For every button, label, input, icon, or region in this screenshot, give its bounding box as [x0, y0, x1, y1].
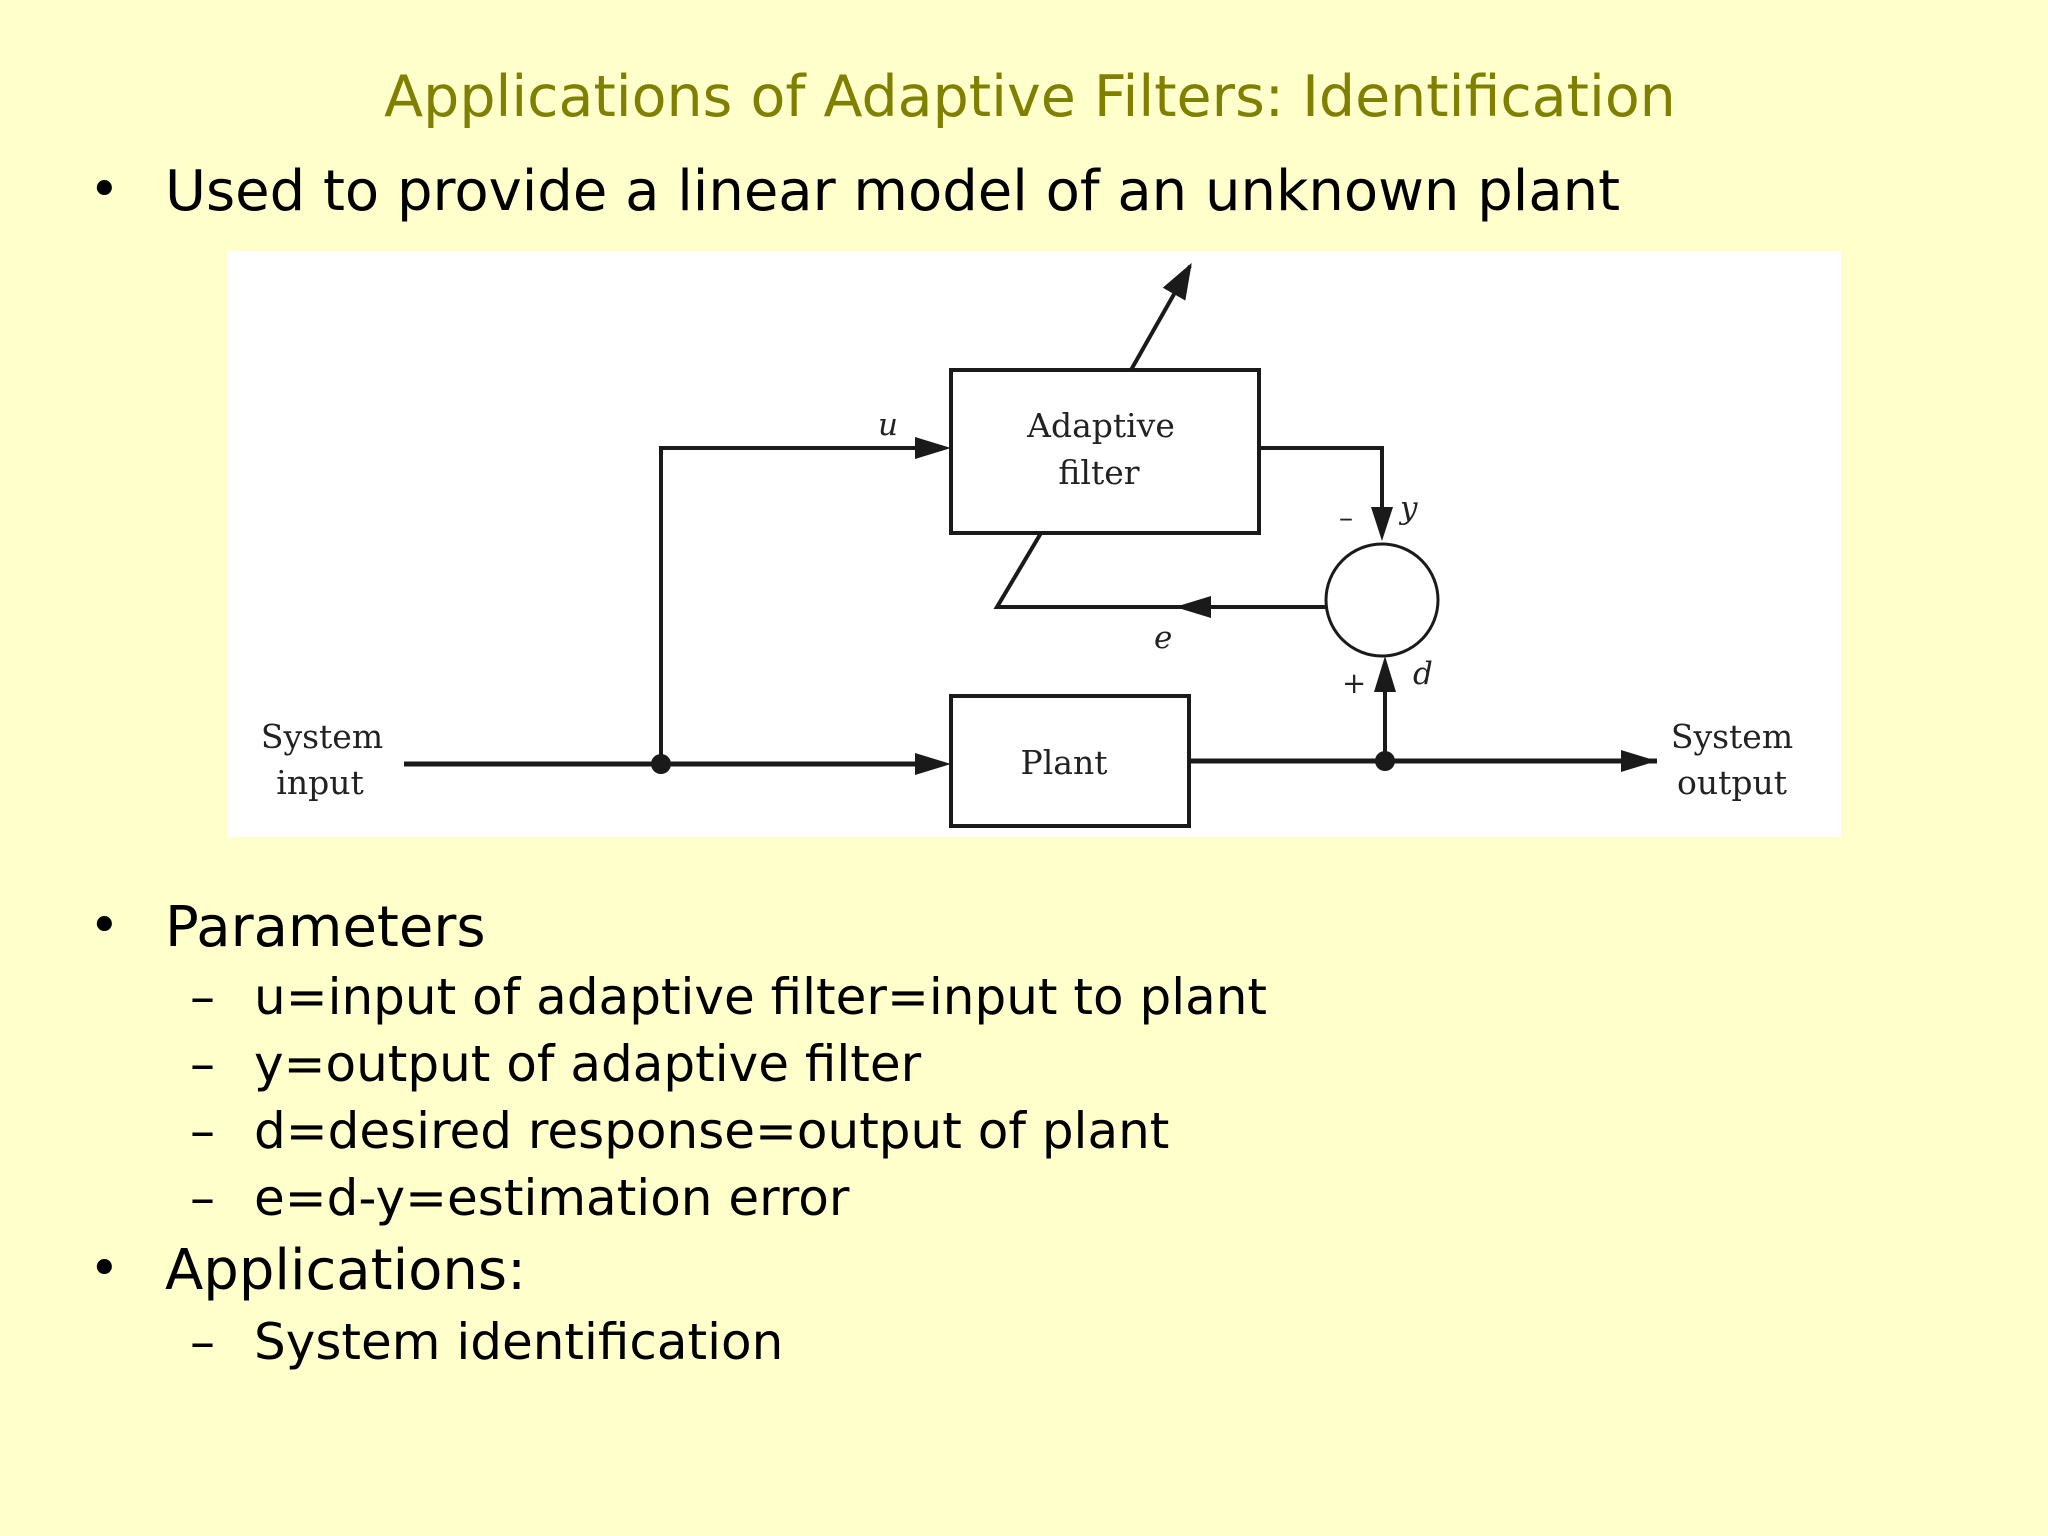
adaptation-arrow-upper: [1129, 262, 1192, 371]
system-input-label-line2: input: [276, 763, 363, 802]
sub-bullet-marker: –: [190, 1102, 215, 1160]
system-output-label-line2: output: [1677, 763, 1787, 802]
bullet-marker: •: [89, 896, 120, 956]
plant-box: [949, 694, 1191, 828]
d-arrowhead: [1374, 656, 1396, 692]
sub-bullet-text: d=desired response=output of plant: [254, 1102, 1170, 1160]
sub-bullet-marker: –: [190, 1313, 215, 1371]
bullet-text: Applications:: [165, 1238, 526, 1303]
system-output-arrowhead: [1621, 750, 1657, 772]
adaptive-filter-label-line2: filter: [1058, 453, 1139, 492]
bullet-marker: •: [89, 1239, 120, 1299]
sub-bullet-marker: –: [190, 968, 215, 1026]
sub-bullet-text: u=input of adaptive filter=input to plan…: [254, 968, 1268, 1026]
signal-u-label: u: [878, 407, 898, 443]
slide-title: Applications of Adaptive Filters: Identi…: [384, 64, 1676, 130]
plant-input-arrowhead: [915, 753, 951, 775]
error-arrowhead: [1175, 596, 1211, 618]
system-input-label-line1: System: [261, 717, 383, 756]
summing-junction: [1324, 542, 1440, 658]
signal-e-label: e: [1154, 620, 1172, 656]
adaptation-arrow-lower: [993, 531, 1326, 609]
sub-bullet-text: System identification: [254, 1313, 784, 1371]
sub-bullet-marker: –: [190, 1169, 215, 1227]
sub-bullet-marker: –: [190, 1035, 215, 1093]
plant-label: Plant: [1021, 743, 1108, 782]
bullet-marker: •: [89, 160, 120, 220]
adaptive-filter-box: [949, 368, 1261, 535]
system-identification-diagram: Adaptive filter Plant: [227, 251, 1841, 837]
adaptive-filter-label-line1: Adaptive: [1026, 406, 1175, 445]
system-output-label-line1: System: [1671, 717, 1793, 756]
sub-bullet-text: e=d-y=estimation error: [254, 1169, 850, 1227]
u-arrowhead: [915, 437, 951, 459]
signal-d-label: d: [1413, 656, 1433, 692]
signal-y-label: y: [1398, 490, 1418, 526]
bullet-text: Used to provide a linear model of an unk…: [165, 159, 1621, 224]
y-arrowhead: [1371, 507, 1393, 541]
sub-bullet-text: y=output of adaptive filter: [254, 1035, 922, 1093]
plus-sign: +: [1342, 666, 1366, 700]
bullet-text: Parameters: [165, 895, 486, 960]
u-branch-line: [659, 446, 927, 764]
minus-sign: –: [1339, 501, 1353, 534]
filter-output-line: [1259, 446, 1384, 533]
